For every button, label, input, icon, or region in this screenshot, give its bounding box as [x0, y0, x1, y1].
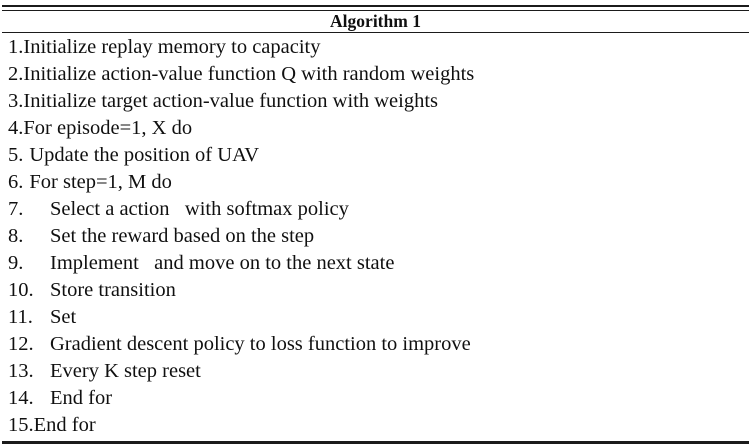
line-number: 15. [8, 414, 34, 436]
algorithm-line: 7. Select a action with softmax policy [0, 196, 751, 223]
line-number: 1. [8, 36, 24, 58]
line-text: For step=1, M do [29, 171, 172, 193]
line-number: 7. [8, 198, 24, 220]
line-text: End for [50, 387, 113, 409]
line-number: 13. [8, 360, 34, 382]
line-number: 11. [8, 306, 33, 328]
line-text: Implement and move on to the next state [50, 252, 395, 274]
line-text: For episode=1, X do [23, 117, 193, 139]
top-rule-outer [2, 5, 749, 7]
line-text: Store transition [50, 279, 176, 301]
line-number: 10. [8, 279, 34, 301]
line-text: Initialize target action-value function … [23, 90, 438, 112]
algorithm-line: 15.End for [0, 412, 751, 439]
line-number: 2. [8, 63, 24, 85]
line-number: 9. [8, 252, 24, 274]
line-text: Initialize action-value function Q with … [23, 63, 475, 85]
line-text: Every K step reset [50, 360, 201, 382]
algorithm-line: 13. Every K step reset [0, 358, 751, 385]
line-text: Gradient descent policy to loss function… [50, 333, 471, 355]
top-rule-inner [2, 10, 749, 11]
algorithm-line: 9. Implement and move on to the next stat… [0, 250, 751, 277]
line-text: End for [33, 414, 96, 436]
algorithm-line: 2.Initialize action-value function Q wit… [0, 61, 751, 88]
algorithm-line: 14. End for [0, 385, 751, 412]
algorithm-line: 5.Update the position of UAV [0, 142, 751, 169]
algorithm-line: 1.Initialize replay memory to capacity [0, 34, 751, 61]
header-rule [2, 32, 749, 33]
line-text: Initialize replay memory to capacity [23, 36, 321, 58]
line-text: Update the position of UAV [29, 144, 260, 166]
line-text: Set the reward based on the step [50, 225, 315, 247]
line-number: 8. [8, 225, 24, 247]
algorithm-header: Algorithm 1 [0, 11, 751, 32]
algorithm-title: Algorithm 1 [330, 11, 421, 31]
line-number: 6. [8, 171, 24, 193]
line-number: 14. [8, 387, 34, 409]
line-number: 12. [8, 333, 34, 355]
algorithm-line: 3.Initialize target action-value functio… [0, 88, 751, 115]
algorithm-line: 8. Set the reward based on the step [0, 223, 751, 250]
line-number: 3. [8, 90, 24, 112]
algorithm-line: 11. Set [0, 304, 751, 331]
algorithm-line: 10. Store transition [0, 277, 751, 304]
line-number: 5. [8, 144, 24, 166]
line-text: Select a action with softmax policy [50, 198, 349, 220]
line-text: Set [50, 306, 77, 328]
algorithm-line: 4.For episode=1, X do [0, 115, 751, 142]
line-number: 4. [8, 117, 24, 139]
bottom-rule [2, 441, 749, 444]
algorithm-line: 6.For step=1, M do [0, 169, 751, 196]
algorithm-line: 12. Gradient descent policy to loss funct… [0, 331, 751, 358]
